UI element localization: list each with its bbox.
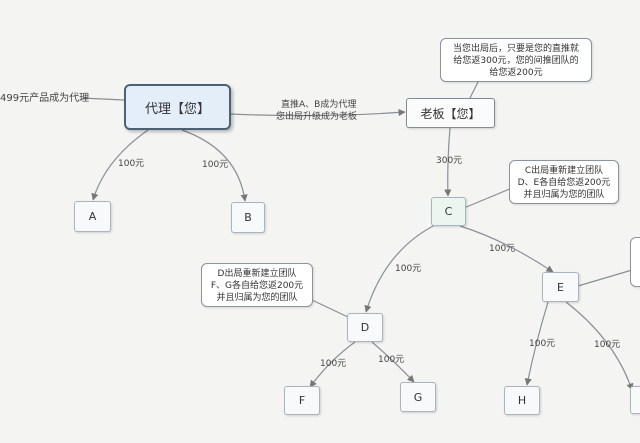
callout-c: C出局重新建立团队 D、E各自给您返200元 并且归属为您的团队 [509,160,619,204]
edge-e-to-h [524,301,549,386]
callout-c-line-2: D、E各自给您返200元 [517,178,611,188]
edge-e-callout-partial [577,269,633,287]
edge-label-d-to-f: 100元 [320,359,347,369]
edge-c-to-d [364,223,438,313]
edge-label-e-to-i: 100元 [594,340,621,350]
node-f-label: F [298,394,306,407]
node-f[interactable]: F [284,386,320,415]
edge-boss-to-c [444,127,452,197]
node-agent-label: 代理【您】 [144,101,210,117]
edge-e-to-i [565,301,634,391]
edge-label-c-to-e: 100元 [489,244,516,254]
node-h-label: H [517,394,527,407]
edge-d-to-g [371,341,415,383]
node-a[interactable]: A [74,201,111,232]
edge-note-to-agent [81,97,125,101]
edge-label-agent-to-a: 100元 [118,159,145,169]
callout-d-line-2: F、G各自给您返200元 [210,281,304,291]
callout-boss: 当您出局后，只要是您的直推就 给您返300元，您的间推团队的 给您返200元 [440,38,592,82]
edge-label-agent-to-boss-1: 直推A、B成为代理 [281,100,357,110]
edge-label-boss-to-c: 300元 [436,156,463,166]
edge-d-callout [311,299,351,319]
node-b[interactable]: B [231,202,265,233]
edge-boss-callout [469,81,479,99]
node-c-label: C [444,205,453,218]
node-g-label: G [413,390,423,404]
node-d-label: D [360,321,370,334]
edge-label-d-to-g: 100元 [378,355,405,365]
node-g[interactable]: G [400,382,436,412]
node-e-label: E [557,280,564,294]
edge-agent-to-a [91,129,149,201]
node-boss[interactable]: 老板【您】 [406,98,495,128]
node-partial-right[interactable] [630,386,640,414]
edge-c-to-e [459,225,554,273]
callout-d-line-1: D出局重新建立团队 [217,269,297,279]
callout-c-line-1: C出局重新建立团队 [524,166,604,176]
node-agent[interactable]: 代理【您】 [124,84,231,130]
edge-c-callout [463,187,513,209]
left-note: 499元产品成为代理 [0,93,90,104]
node-d[interactable]: D [347,313,383,342]
callout-boss-line-3: 给您返200元 [489,68,543,78]
edge-label-c-to-d: 100元 [395,264,422,274]
node-b-label: B [244,211,252,224]
edge-label-agent-to-b: 100元 [202,160,229,170]
node-a-label: A [88,210,97,223]
callout-d: D出局重新建立团队 F、G各自给您返200元 并且归属为您的团队 [201,263,313,307]
callout-boss-line-1: 当您出局后，只要是您的直推就 [452,44,579,54]
node-e[interactable]: E [542,272,579,302]
callout-boss-line-2: 给您返300元，您的间推团队的 [453,56,579,66]
edge-label-e-to-h: 100元 [529,339,556,349]
node-boss-label: 老板【您】 [420,106,481,121]
callout-c-line-3: 并且归属为您的团队 [523,190,605,200]
node-h[interactable]: H [504,386,540,415]
edge-label-agent-to-boss-2: 您出局升级成为老板 [276,112,358,122]
edge-d-to-f [309,341,356,388]
callout-d-line-3: 并且归属为您的团队 [216,293,298,303]
callout-partial-right [630,237,640,287]
edge-agent-to-b [181,129,248,202]
node-c[interactable]: C [431,197,466,226]
edge-agent-to-boss [229,108,406,117]
